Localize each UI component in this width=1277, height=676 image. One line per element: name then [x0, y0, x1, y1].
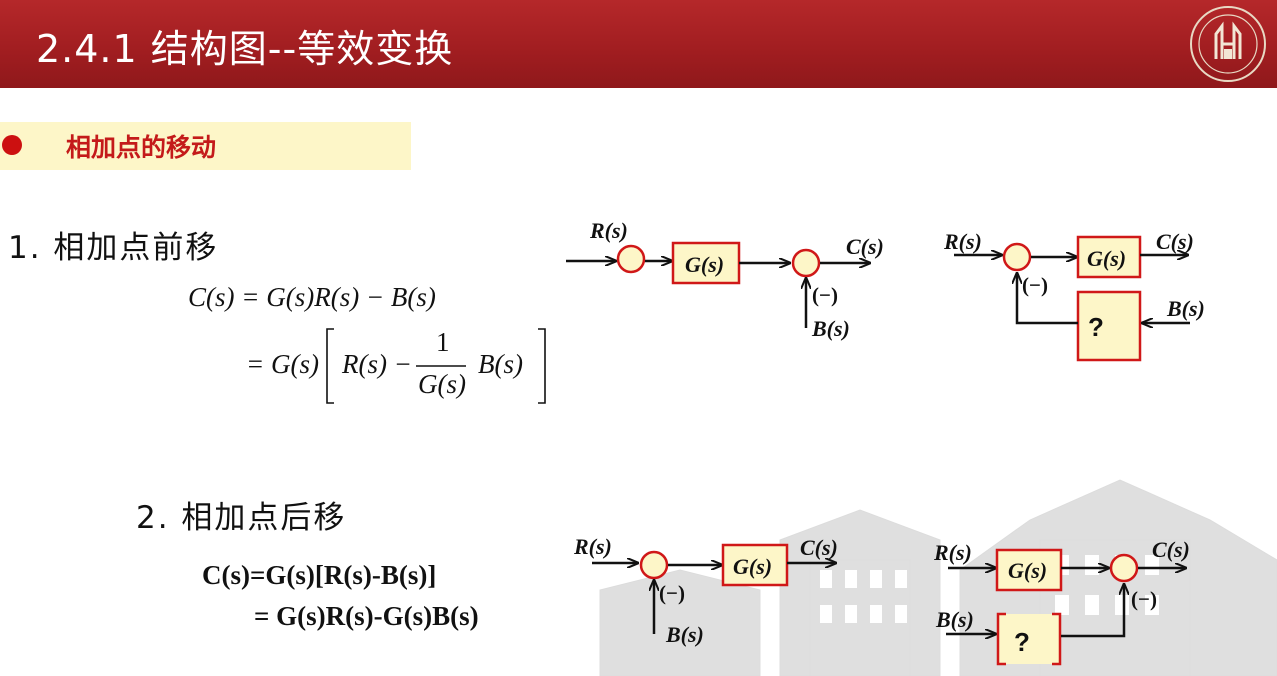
slide-header: 2.4.1 结构图--等效变换 [0, 0, 1277, 88]
eq-frac-den: G(s) [418, 369, 466, 399]
eq-brackets [326, 328, 546, 404]
label-r: R(s) [943, 229, 982, 254]
label-b: B(s) [811, 316, 850, 341]
block-g [671, 241, 741, 285]
eq-r: R(s) − [342, 349, 412, 379]
diagram-4-moved-backward: R(s) G(s) C(s) (−) ? B(s) [933, 537, 1190, 666]
summing-junction-1 [616, 244, 646, 274]
part1-heading: 1. 相加点前移 [8, 230, 219, 266]
section-band [0, 122, 411, 170]
label-r: R(s) [933, 540, 972, 565]
label-c: C(s) [1152, 537, 1190, 562]
diagram-2-moved-forward: R(s) G(s) C(s) (−) ? B(s) [943, 229, 1205, 362]
label-b: B(s) [665, 622, 704, 647]
eq-frac-num: 1 [436, 327, 450, 357]
summing-junction [639, 550, 669, 580]
block-g [1076, 235, 1142, 279]
diagram-1-original: R(s) G(s) C(s) (−) B(s) [566, 218, 884, 341]
summing-junction-2 [791, 248, 821, 278]
part1-equation-line2: = G(s) R(s) − 1 G(s) B(s) [246, 325, 556, 405]
block-g [995, 548, 1063, 592]
label-c: C(s) [1156, 229, 1194, 254]
part2-heading: 2. 相加点后移 [136, 500, 347, 536]
slide-title: 2.4.1 结构图--等效变换 [36, 27, 454, 71]
bullet-icon [2, 135, 22, 155]
part2-equation-line1: C(s)=G(s)[R(s)-B(s)] [202, 560, 437, 590]
label-g: G(s) [733, 554, 772, 579]
eq-b: B(s) [478, 349, 523, 379]
label-c: C(s) [846, 234, 884, 259]
label-minus: (−) [1131, 587, 1157, 611]
label-b: B(s) [1166, 296, 1205, 321]
label-b: B(s) [935, 607, 974, 632]
label-c: C(s) [800, 535, 838, 560]
label-minus: (−) [1022, 273, 1048, 297]
block-unknown [997, 614, 1061, 664]
label-r: R(s) [589, 218, 628, 243]
background-building-image [599, 479, 1277, 676]
summing-junction [1109, 553, 1139, 583]
label-r: R(s) [573, 534, 612, 559]
label-minus: (−) [812, 283, 838, 307]
diagram-3-original: R(s) G(s) C(s) (−) B(s) [573, 534, 838, 647]
part1-equation-line1: C(s) = G(s)R(s) − B(s) [188, 282, 436, 312]
label-unknown: ? [1014, 627, 1030, 657]
label-minus: (−) [659, 581, 685, 605]
label-g: G(s) [1008, 558, 1047, 583]
section-title: 相加点的移动 [66, 133, 217, 162]
part2-equation-line2: = G(s)R(s)-G(s)B(s) [254, 601, 479, 631]
university-seal-icon [1190, 6, 1266, 82]
label-g: G(s) [685, 252, 724, 277]
label-g: G(s) [1087, 246, 1126, 271]
block-unknown [1076, 290, 1142, 362]
block-g [721, 543, 789, 587]
eq-lead: = G(s) [246, 349, 319, 379]
label-unknown: ? [1088, 312, 1104, 342]
summing-junction [1002, 242, 1032, 272]
